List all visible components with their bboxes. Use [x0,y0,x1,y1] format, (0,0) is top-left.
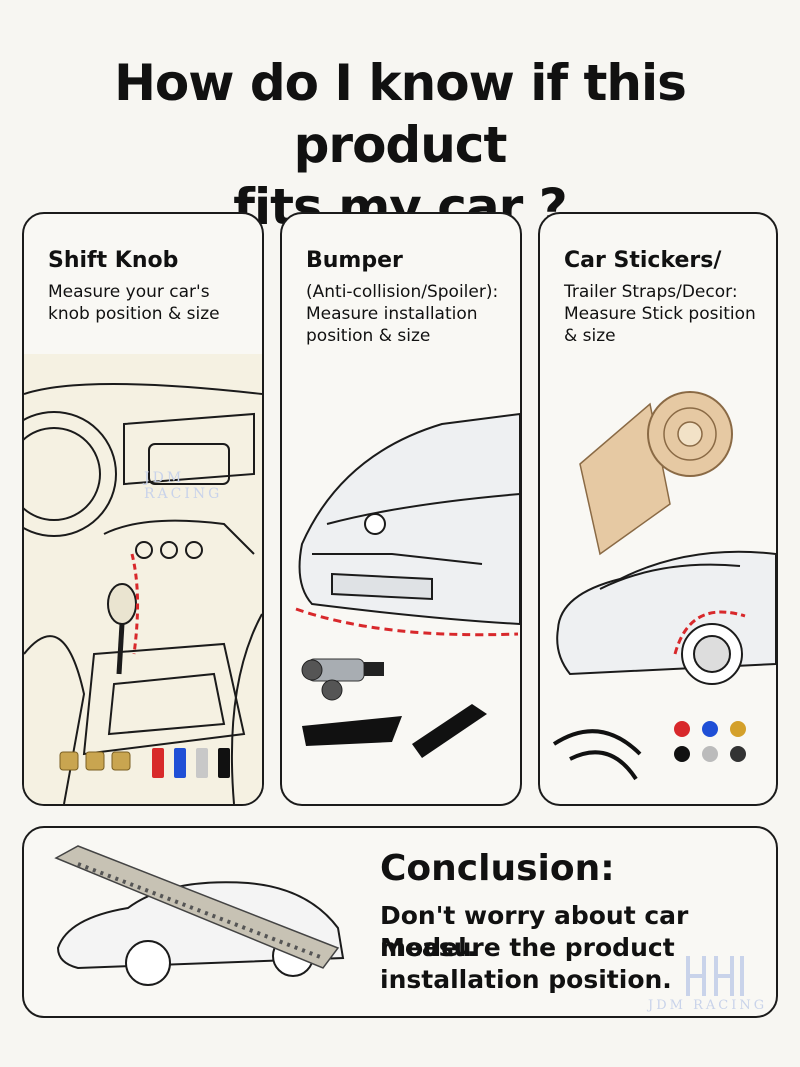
headline-line-1: How do I know if this product [114,54,687,174]
card-line: Measure Stick position [564,304,756,324]
watermark-inline-text: JDM RACING [144,470,223,502]
card-bumper: Bumper (Anti-collision/Spoiler): Measure… [280,212,522,806]
card-title: Shift Knob [48,248,179,273]
card-line: Measure your car's [48,282,210,302]
conclusion-panel: Conclusion: Don't worry about car model.… [22,826,778,1018]
conclusion-line-3: installation position. [380,965,672,994]
knob-adapters-icon [59,748,230,778]
sticker-car-illustration [552,391,776,781]
card-line: knob position & size [48,304,220,324]
shift-knob-icon [107,583,137,625]
watermark-brand-text: JDM RACING [648,998,768,1013]
card-stickers: Car Stickers/ Trailer Straps/Decor: Meas… [538,212,778,806]
car-badge-icon [364,513,386,535]
spoiler-icon [302,704,487,758]
card-line: Measure installation [306,304,478,324]
exhaust-tip-icon [301,658,384,701]
card-title: Bumper [306,248,403,273]
card-line: (Anti-collision/Spoiler): [306,282,499,302]
brand-logo-watermark-icon [686,956,744,996]
tape-roll-icon [579,391,733,556]
steering-wheel-icon [24,411,117,537]
page-headline: How do I know if this product fits my ca… [0,52,800,238]
car-interior-illustration [24,354,262,804]
card-line: & size [564,326,616,346]
card-title: Car Stickers/ [564,248,722,273]
conclusion-line-2: Measure the product [380,933,675,962]
card-line: Trailer Straps/Decor: [564,282,738,302]
license-bolts-icon [674,721,746,762]
fender-trim-icon [552,729,642,781]
card-shift-knob: Shift Knob Measure your car's knob posit… [22,212,264,806]
car-front-bumper-illustration [295,412,520,758]
conclusion-title: Conclusion: [380,848,615,889]
ruler-icon [54,845,340,969]
conclusion-line-1: Don't worry about car model. [380,901,689,962]
card-line: position & size [306,326,431,346]
car-ruler-illustration [54,845,345,986]
